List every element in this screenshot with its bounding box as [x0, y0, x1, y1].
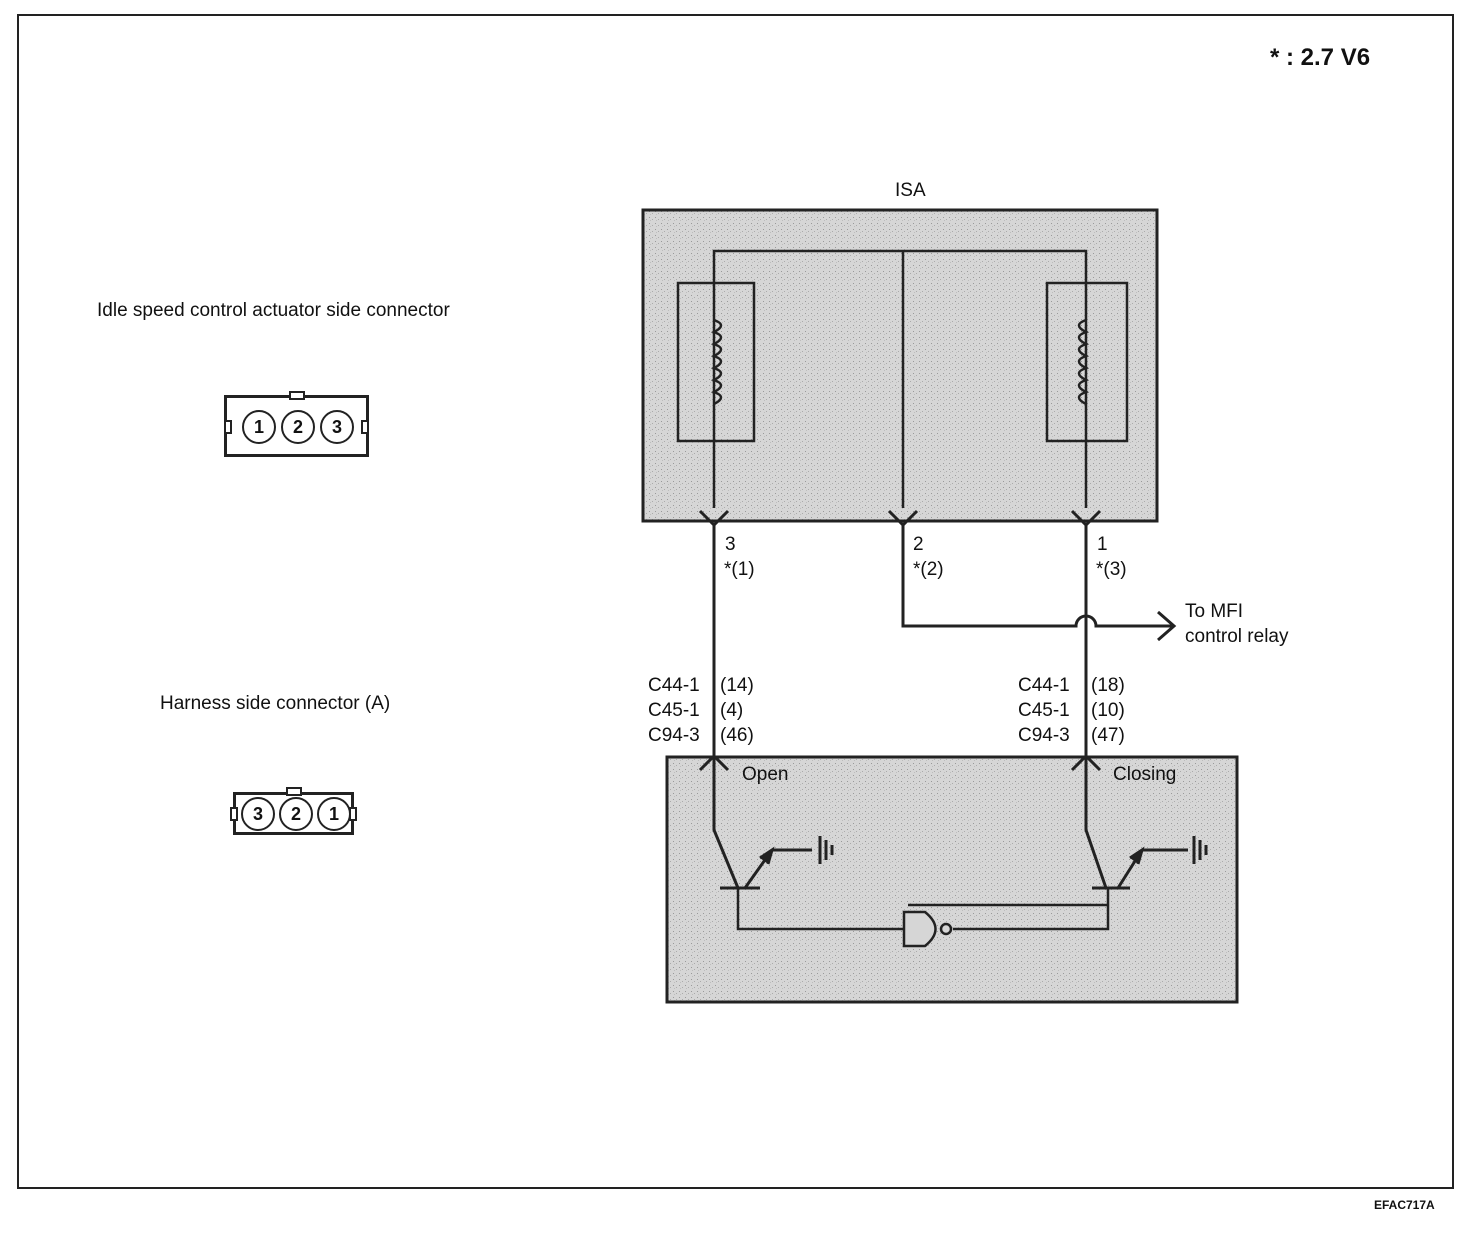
- variant-note: * : 2.7 V6: [1270, 44, 1371, 71]
- ground-left: [818, 836, 834, 864]
- actuator-side-connector: 1 2 3: [224, 391, 369, 457]
- actuator-connector-title: Idle speed control actuator side connect…: [97, 300, 450, 321]
- isa-terminal-pin: 2: [913, 534, 924, 555]
- connector-side-tab: [224, 420, 232, 434]
- inverter-bubble: [939, 922, 953, 936]
- isa-terminal-alt: *(1): [724, 559, 755, 580]
- coil-frame-right: [1045, 281, 1129, 443]
- ecm-connector-id: C94-3: [648, 725, 700, 746]
- ecm-connector-pin: (47): [1091, 725, 1125, 746]
- ecm-input-arrow: [1070, 753, 1102, 772]
- ecm-connector-pin: (10): [1091, 700, 1125, 721]
- ecm-connector-id: C45-1: [1018, 700, 1070, 721]
- isa-terminal-alt: *(3): [1096, 559, 1127, 580]
- transistor-left: [712, 760, 812, 890]
- ecm-connector-pin: (46): [720, 725, 754, 746]
- harness-pin: 3: [241, 797, 275, 831]
- ecm-box: [665, 755, 1239, 1004]
- ecm-input-arrow: [698, 753, 730, 772]
- actuator-pin: 2: [281, 410, 315, 444]
- emitter-arrow-right: [1129, 846, 1145, 865]
- coil-left: [710, 318, 723, 406]
- connector-latch: [289, 391, 305, 400]
- relay-label-line1: To MFI: [1185, 601, 1244, 622]
- relay-label-line2: control relay: [1185, 626, 1289, 647]
- emitter-arrow-left: [759, 846, 775, 865]
- isa-terminal-alt: *(2): [913, 559, 944, 580]
- harness-side-connector: 3 2 1: [230, 787, 357, 835]
- closing-label: Closing: [1113, 764, 1177, 785]
- harness-connector-title: Harness side connector (A): [160, 693, 391, 714]
- harness-pin: 2: [279, 797, 313, 831]
- ecm-connector-pin: (14): [720, 675, 754, 696]
- connector-latch: [286, 787, 302, 796]
- relay-arrow: [1157, 610, 1177, 642]
- connector-side-tab: [230, 807, 238, 821]
- diagram-frame: [17, 14, 1454, 1189]
- transistor-right: [1084, 760, 1188, 890]
- figure-code: EFAC717A: [1374, 1198, 1435, 1212]
- base-wire: [736, 888, 1110, 931]
- open-label: Open: [742, 764, 789, 785]
- connector-side-tab: [361, 420, 369, 434]
- ecm-connector-id: C44-1: [648, 675, 700, 696]
- ecm-connector-id: C45-1: [648, 700, 700, 721]
- inverter-gate: [902, 910, 937, 948]
- isa-terminal-pin: 3: [725, 534, 736, 555]
- ecm-connector-id: C44-1: [1018, 675, 1070, 696]
- actuator-pin: 1: [242, 410, 276, 444]
- ecm-connector-pin: (4): [720, 700, 744, 721]
- coil-right: [1077, 318, 1090, 406]
- isa-label: ISA: [895, 180, 926, 201]
- ecm-connector-pin: (18): [1091, 675, 1125, 696]
- coil-frame-left: [676, 281, 756, 443]
- actuator-pin: 3: [320, 410, 354, 444]
- isa-terminal-pin: 1: [1097, 534, 1108, 555]
- harness-pin: 1: [317, 797, 351, 831]
- ground-right: [1192, 836, 1208, 864]
- ecm-connector-id: C94-3: [1018, 725, 1070, 746]
